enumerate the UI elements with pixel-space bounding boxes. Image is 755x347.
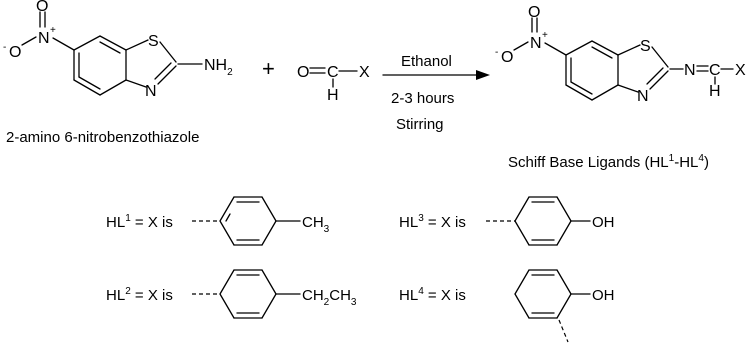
oxygen-top: O: [36, 0, 48, 15]
aldehyde-x: X: [359, 64, 370, 81]
product-nitrogen-ring: N: [637, 88, 649, 105]
product-x: X: [735, 62, 746, 79]
reaction-arrow: [382, 70, 490, 80]
definition-hl2-ring: [219, 269, 277, 319]
product-imine-carbon: C: [709, 62, 721, 79]
thiazole-ring: [125, 39, 177, 88]
definition-hl3-ring: [514, 196, 572, 246]
aldehyde-oxygen: O: [297, 64, 309, 81]
aldehyde-hydrogen: H: [327, 87, 339, 104]
definition-hl1: HL1 = X is CH3: [106, 196, 330, 246]
oxygen-minus: O: [9, 44, 21, 61]
aldehyde-carbon: C: [327, 64, 339, 81]
product-thiazole-ring: [617, 44, 669, 93]
definition-hl3: HL3 = X is OH: [399, 196, 615, 246]
product-imine-hydrogen: H: [709, 83, 721, 100]
product-name: Schiff Base Ligands (HL1-HL4): [508, 153, 709, 171]
definition-hl1-ring: [219, 196, 277, 246]
product-nitro-group: [513, 17, 567, 56]
sulfur: S: [148, 33, 159, 50]
product-sulfur: S: [640, 38, 651, 55]
product-plus-charge: +: [542, 30, 548, 41]
definition-hl2-group: CH2CH3: [302, 287, 357, 308]
condition-mode: Stirring: [396, 116, 444, 133]
product-oxygen-minus: O: [501, 49, 513, 66]
minus-charge: -: [3, 42, 6, 53]
reactant-2-structure: O C X H: [297, 64, 370, 104]
reactant-1-name: 2-amino 6-nitrobenzothiazole: [6, 129, 199, 146]
nitrogen-ring: N: [145, 83, 157, 100]
definition-hl3-label: HL3 = X is: [399, 213, 466, 231]
benzene-ring: [73, 35, 127, 96]
definition-hl2: HL2 = X is CH2CH3: [106, 269, 357, 319]
definition-hl4-label: HL4 = X is: [399, 286, 466, 304]
definition-hl2-label: HL2 = X is: [106, 286, 173, 304]
plus-charge: +: [50, 25, 56, 36]
amine-label: NH2: [204, 57, 233, 78]
nitro-group: [21, 11, 75, 51]
product-minus-charge: -: [495, 47, 498, 58]
definition-hl4: HL4 = X is OH: [399, 269, 615, 343]
product-nitrogen-plus: N: [530, 35, 542, 52]
product-imine-nitrogen: N: [684, 62, 696, 79]
product-benzene-ring: [565, 40, 619, 101]
plus-sign: +: [262, 56, 275, 81]
nitrogen-plus: N: [38, 30, 50, 47]
definition-hl1-label: HL1 = X is: [106, 213, 173, 231]
product-structure: O - O N + S N N C X H: [495, 4, 746, 105]
definition-hl3-group: OH: [592, 214, 615, 231]
condition-solvent: Ethanol: [401, 53, 452, 70]
condition-time: 2-3 hours: [391, 90, 454, 107]
definition-hl4-ring: [514, 269, 572, 319]
definition-hl4-group: OH: [592, 287, 615, 304]
reactant-1-structure: O - O N + S N NH2: [3, 0, 233, 100]
definition-hl1-group: CH3: [302, 214, 330, 235]
product-oxygen-top: O: [528, 4, 540, 21]
